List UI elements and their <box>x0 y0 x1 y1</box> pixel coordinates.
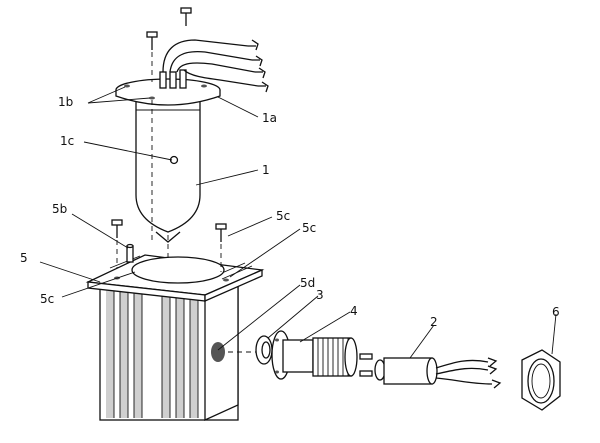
flange-screws <box>111 219 227 242</box>
label-5: 5 <box>20 251 28 265</box>
part-labels: 1b 1a 1c 1 5b 5c 5c 5 5c 5d 3 4 2 6 <box>20 95 560 329</box>
label-1: 1 <box>262 163 270 177</box>
cartridge-wires <box>162 39 269 93</box>
screw-left <box>111 219 123 238</box>
label-5c-top: 5c <box>276 209 290 223</box>
cartridge-screw-left <box>146 31 158 38</box>
cartridge-screw-top <box>180 7 192 14</box>
label-3: 3 <box>316 288 324 302</box>
label-5d: 5d <box>300 276 315 290</box>
label-1b: 1b <box>58 95 73 109</box>
flange-opening <box>131 256 225 284</box>
cartridge-body <box>135 97 201 233</box>
label-5c-right: 5c <box>302 221 316 235</box>
screw-right <box>215 223 227 242</box>
heatsink-fins <box>106 284 199 418</box>
washer <box>255 335 273 365</box>
locating-pin <box>126 245 134 263</box>
sleeve-body <box>282 339 314 373</box>
cartridge <box>115 69 221 243</box>
sensor-screws <box>359 353 373 377</box>
threaded-sleeve <box>271 330 358 380</box>
label-5c-left: 5c <box>40 292 54 306</box>
label-1a: 1a <box>262 111 277 125</box>
label-1c: 1c <box>60 134 74 148</box>
hex-nut <box>521 349 561 411</box>
cartridge-screws <box>146 7 192 50</box>
label-5b: 5b <box>52 202 67 216</box>
label-2: 2 <box>430 315 438 329</box>
sensor <box>374 357 502 389</box>
side-mount-hole <box>211 342 225 362</box>
label-6: 6 <box>552 305 560 319</box>
leader-lines <box>39 86 557 359</box>
heatsink <box>85 243 265 422</box>
label-4: 4 <box>350 304 358 318</box>
sensor-body <box>383 357 433 385</box>
